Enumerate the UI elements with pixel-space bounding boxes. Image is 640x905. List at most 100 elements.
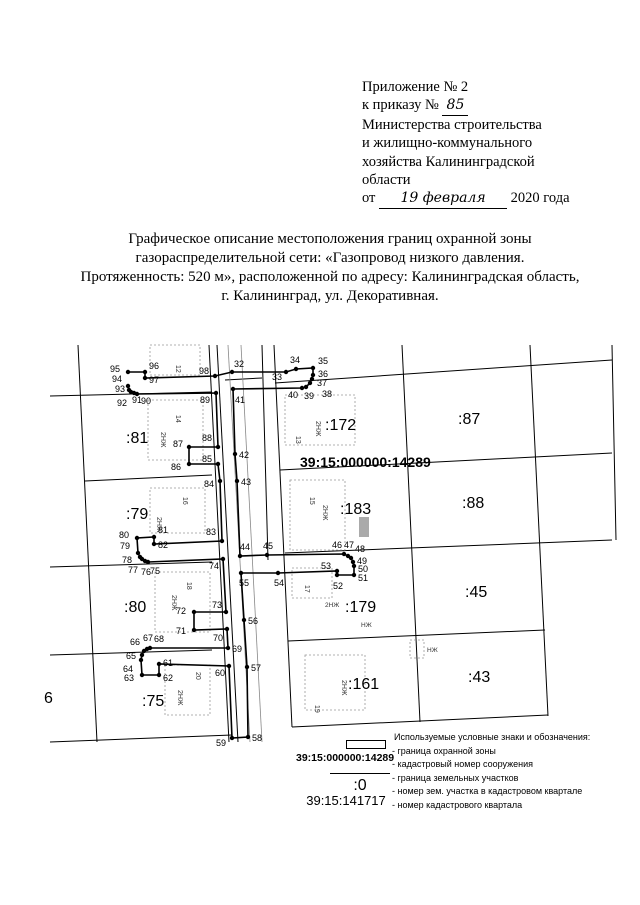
annex-number: Приложение № 2 xyxy=(362,79,469,95)
turning-point-35 xyxy=(310,365,316,371)
point-label: 74 xyxy=(209,561,219,571)
point-label: 33 xyxy=(272,372,282,382)
order-number-line: к приказу № 85 xyxy=(362,96,570,116)
parcel-boundary xyxy=(284,539,613,554)
turning-point-36 xyxy=(310,372,316,378)
building-outline xyxy=(147,399,204,461)
point-label: 72 xyxy=(176,606,186,616)
date-prefix: от xyxy=(362,190,376,207)
point-label: 76 xyxy=(141,567,151,577)
turning-point-70 xyxy=(224,626,230,632)
point-label: 43 xyxy=(241,477,251,487)
point-label: 85 xyxy=(202,454,212,464)
parcel-number: :43 xyxy=(468,669,490,686)
point-label: 45 xyxy=(263,541,273,551)
ministry-line-4: области xyxy=(362,172,411,189)
parcel-number: :79 xyxy=(126,506,148,523)
date-line: от 19 февраля 2020 года xyxy=(362,189,570,209)
turning-point-98 xyxy=(212,373,218,379)
turning-point-50 xyxy=(351,563,357,569)
turning-point-61 xyxy=(156,661,162,667)
turning-point-52 xyxy=(334,572,340,578)
turning-point-73 xyxy=(223,609,229,615)
turning-point-41 xyxy=(230,386,236,392)
point-label: 83 xyxy=(206,527,216,537)
turning-point-44 xyxy=(237,553,243,559)
turning-point-51 xyxy=(351,572,357,578)
building-outline xyxy=(164,664,211,716)
legend-item: - номер зем. участка в кадастровом кварт… xyxy=(392,786,583,796)
building-outline xyxy=(291,567,333,599)
point-label: 59 xyxy=(216,738,226,748)
parcel-boundary xyxy=(49,561,213,568)
building-label: 2НЖ xyxy=(155,517,162,533)
point-label: 78 xyxy=(122,555,132,565)
point-label: 87 xyxy=(173,439,183,449)
turning-point-59 xyxy=(229,735,235,741)
point-label: 55 xyxy=(239,578,249,588)
turning-point-56 xyxy=(241,617,247,623)
turning-point-34 xyxy=(293,366,299,372)
turning-point-97 xyxy=(142,375,148,381)
building-label: 2НЖ xyxy=(314,421,321,437)
turning-point-63 xyxy=(139,672,145,678)
parcel-number: :172 xyxy=(325,417,356,434)
order-annex-header: Приложение № 2 к приказу № 85 Министерст… xyxy=(362,78,570,209)
title-line: газораспределительной сети: «Газопровод … xyxy=(135,250,525,266)
point-label: 40 xyxy=(288,390,298,400)
building-label: 2НЖ xyxy=(170,595,177,611)
turning-point-84 xyxy=(217,478,223,484)
building-outline xyxy=(289,479,346,551)
road-edge xyxy=(224,377,263,381)
turning-point-49 xyxy=(350,559,356,565)
title-line: Графическое описание местоположения гран… xyxy=(128,231,532,247)
turning-point-39 xyxy=(303,384,309,390)
parcel-boundary xyxy=(529,344,549,717)
point-label: 58 xyxy=(252,733,262,743)
parcel-boundary xyxy=(273,344,293,728)
building-label: 18 xyxy=(185,582,192,590)
parcel-boundary xyxy=(279,452,613,471)
legend-cadastral-symbol: 39:15:000000:14289 xyxy=(296,752,395,764)
point-label: 79 xyxy=(120,541,130,551)
turning-point-62 xyxy=(156,672,162,678)
building-label: 19 xyxy=(313,705,320,713)
point-label: 88 xyxy=(202,433,212,443)
road-edge xyxy=(208,344,230,743)
point-label: 57 xyxy=(251,663,261,673)
turning-point-45 xyxy=(264,552,270,558)
turning-point-96 xyxy=(142,369,148,375)
building-label: 15 xyxy=(308,497,315,505)
turning-point-38 xyxy=(307,380,313,386)
date-handwritten: 19 февраля xyxy=(379,189,508,209)
turning-point-81 xyxy=(151,534,157,540)
point-label: 62 xyxy=(163,673,173,683)
parcel-number: :161 xyxy=(348,676,379,693)
parcel-number: 6 xyxy=(44,690,53,707)
point-label: 46 xyxy=(332,540,342,550)
turning-point-93 xyxy=(126,387,132,393)
legend-item: - граница охранной зоны xyxy=(392,745,496,756)
point-label: 69 xyxy=(232,644,242,654)
road-edge xyxy=(261,344,269,561)
turning-point-82 xyxy=(151,541,157,547)
legend-parcel-number-symbol: :0 xyxy=(353,777,367,794)
legend-item: - граница земельных участков xyxy=(392,772,519,783)
point-label: 86 xyxy=(171,462,181,472)
point-label: 53 xyxy=(321,561,331,571)
building-label: 2НЖ xyxy=(321,505,328,521)
building-outline xyxy=(304,654,366,711)
parcel-number: :81 xyxy=(126,430,148,447)
ministry-line-2: и жилищно-коммунального xyxy=(362,135,533,152)
point-label: 77 xyxy=(128,565,138,575)
turning-point-48 xyxy=(348,555,354,561)
turning-point-32 xyxy=(229,369,235,375)
point-label: 38 xyxy=(322,389,332,399)
parcel-number: :87 xyxy=(458,411,480,428)
parcel-boundary xyxy=(84,474,213,482)
date-year: 2020 года xyxy=(510,190,570,207)
parcel-number: :88 xyxy=(462,495,484,512)
point-label: 75 xyxy=(150,566,160,576)
point-label: 94 xyxy=(112,374,122,384)
